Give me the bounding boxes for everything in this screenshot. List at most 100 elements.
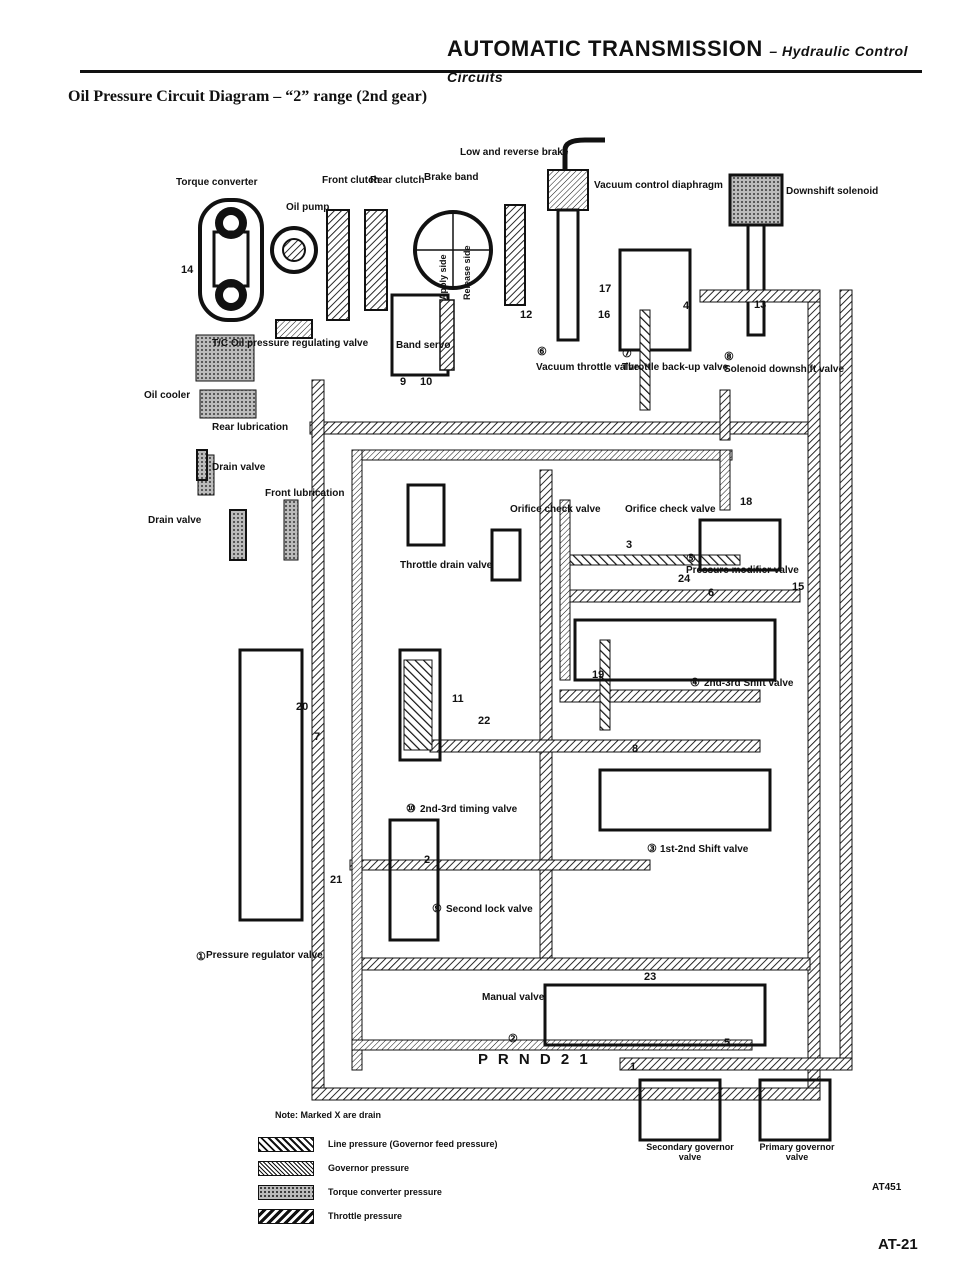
legend-item: Governor pressure: [258, 1156, 498, 1180]
circled-number-5: ⑤: [686, 553, 696, 565]
port-numbers: 14 17 16 12 4 13 9 10 18 3 24 15 6 19 22…: [181, 264, 804, 1073]
port-number: 14: [181, 264, 194, 276]
legend-label: Torque converter pressure: [328, 1187, 442, 1197]
port-number: 11: [452, 693, 464, 705]
circled-number-2: ②: [508, 1033, 518, 1045]
port-number: 16: [598, 309, 610, 321]
label-pressure-modifier-valve: Pressure modifier valve: [686, 565, 799, 576]
port-number: 23: [644, 971, 656, 983]
circled-number-8: ⑧: [724, 351, 734, 363]
label-front-clutch: Front clutch: [322, 175, 380, 186]
label-secondary-governor-valve: Secondary governor valve: [646, 1142, 734, 1162]
label-vacuum-throttle-valve: Vacuum throttle valve: [536, 362, 640, 373]
port-number: 19: [592, 669, 604, 681]
page-header: AUTOMATIC TRANSMISSION – Hydraulic Contr…: [0, 0, 960, 100]
port-number: 24: [678, 573, 691, 585]
port-number: 22: [478, 715, 490, 727]
label-primary-governor-valve: Primary governor valve: [759, 1142, 835, 1162]
legend-swatch-converter-pressure: [258, 1184, 314, 1200]
low-reverse-brake: [504, 204, 526, 306]
label-second-lock-valve: Second lock valve: [446, 904, 533, 915]
port-number: 3: [626, 539, 632, 551]
port-number: 10: [420, 376, 432, 388]
label-2nd-3rd-shift-valve: 2nd-3rd Shift valve: [704, 678, 794, 689]
legend-swatch-governor-pressure: [258, 1160, 314, 1176]
front-clutch: [326, 209, 350, 321]
legend-label: Throttle pressure: [328, 1211, 403, 1221]
diagram-title: Oil Pressure Circuit Diagram – “2” range…: [68, 88, 428, 105]
port-number: 4: [683, 300, 690, 312]
header-title: AUTOMATIC TRANSMISSION – Hydraulic Contr…: [447, 36, 908, 85]
label-manual-valve: Manual valve: [482, 992, 545, 1003]
circled-number-7: ⑦: [622, 348, 632, 360]
label-downshift-solenoid: Downshift solenoid: [786, 186, 878, 197]
circled-number-6: ⑥: [537, 346, 547, 358]
vacuum-diaphragm: [547, 137, 605, 342]
label-throttle-drain-valve: Throttle drain valve: [400, 560, 493, 571]
port-number: 20: [296, 701, 308, 713]
label-prnd: P R N D 2 1: [478, 1051, 591, 1068]
label-front-lubrication: Front lubrication: [265, 488, 344, 499]
port-number: 6: [708, 587, 714, 599]
label-pressure-regulator-valve: Pressure regulator valve: [206, 950, 323, 961]
circled-number-3: ③: [647, 843, 657, 855]
figure-code: AT451: [872, 1182, 902, 1193]
port-number: 21: [330, 874, 342, 886]
label-brake-band: Brake band: [424, 172, 478, 183]
legend-item: Throttle pressure: [258, 1204, 498, 1228]
port-number: 17: [599, 283, 611, 295]
legend-item: Line pressure (Governor feed pressure): [258, 1132, 498, 1156]
label-1st-2nd-shift-valve: 1st-2nd Shift valve: [660, 844, 749, 855]
drain-valve-springs: [196, 449, 247, 561]
label-vacuum-control-diaphragm: Vacuum control diaphragm: [594, 180, 723, 191]
header-rule: [80, 70, 922, 73]
label-rear-clutch: Rear clutch: [370, 175, 424, 186]
brake-band-drum: [413, 210, 493, 290]
label-apply-side: Apply side: [438, 254, 448, 300]
label-drain-valve-upper: Drain valve: [212, 462, 266, 473]
valve-bodies: [238, 483, 832, 1142]
label-band-servo: Band servo: [396, 340, 450, 351]
line-pressure-circuits: [309, 289, 853, 1101]
circled-numbers: ① ② ③ ④ ⑤ ⑥ ⑦ ⑧ ⑨ ⑩: [196, 346, 734, 1045]
label-2nd-3rd-timing-valve: 2nd-3rd timing valve: [420, 804, 518, 815]
circled-number-9: ⑨: [432, 903, 442, 915]
label-oil-cooler: Oil cooler: [144, 390, 190, 401]
page-number: AT-21: [878, 1236, 918, 1253]
circled-number-1: ①: [196, 951, 206, 963]
legend-swatch-line-pressure: [258, 1136, 314, 1152]
legend: Line pressure (Governor feed pressure) G…: [258, 1132, 498, 1228]
downshift-solenoid: [728, 173, 784, 337]
circled-number-10: ⑩: [406, 803, 416, 815]
label-low-reverse-brake: Low and reverse brake: [460, 147, 569, 158]
throttle-pressure-circuits: [403, 309, 741, 751]
circled-number-4: ④: [690, 677, 700, 689]
rear-clutch: [364, 209, 388, 311]
label-tc-regulating-valve: T/C Oil pressure regulating valve: [212, 338, 369, 349]
port-number: 9: [400, 376, 406, 388]
label-throttle-backup-valve: Throttle back-up valve: [622, 362, 729, 373]
port-number: 18: [740, 496, 752, 508]
label-oil-pump: Oil pump: [286, 202, 329, 213]
oil-pump: [270, 226, 318, 339]
port-number: 12: [520, 309, 532, 321]
port-number: 2: [424, 854, 430, 866]
band-servo: [390, 293, 455, 377]
label-torque-converter: Torque converter: [176, 177, 258, 188]
port-number: 5: [724, 1037, 730, 1049]
label-release-side: Release side: [462, 245, 472, 300]
label-orifice-check-valve-2: Orifice check valve: [625, 504, 716, 515]
legend-label: Governor pressure: [328, 1163, 410, 1173]
label-solenoid-downshift-valve: Solenoid downshift valve: [724, 364, 844, 375]
header-subtitle: – Hydraulic Control Circuits: [447, 43, 908, 85]
legend-swatch-throttle-pressure: [258, 1208, 314, 1224]
label-rear-lubrication: Rear lubrication: [212, 422, 288, 433]
label-drain-valve-lower: Drain valve: [148, 515, 202, 526]
label-orifice-check-valve-1: Orifice check valve: [510, 504, 601, 515]
port-number: 1: [630, 1061, 636, 1073]
legend-item: Torque converter pressure: [258, 1180, 498, 1204]
port-number: 15: [792, 581, 804, 593]
torque-converter: [198, 198, 264, 322]
port-number: 13: [754, 299, 766, 311]
